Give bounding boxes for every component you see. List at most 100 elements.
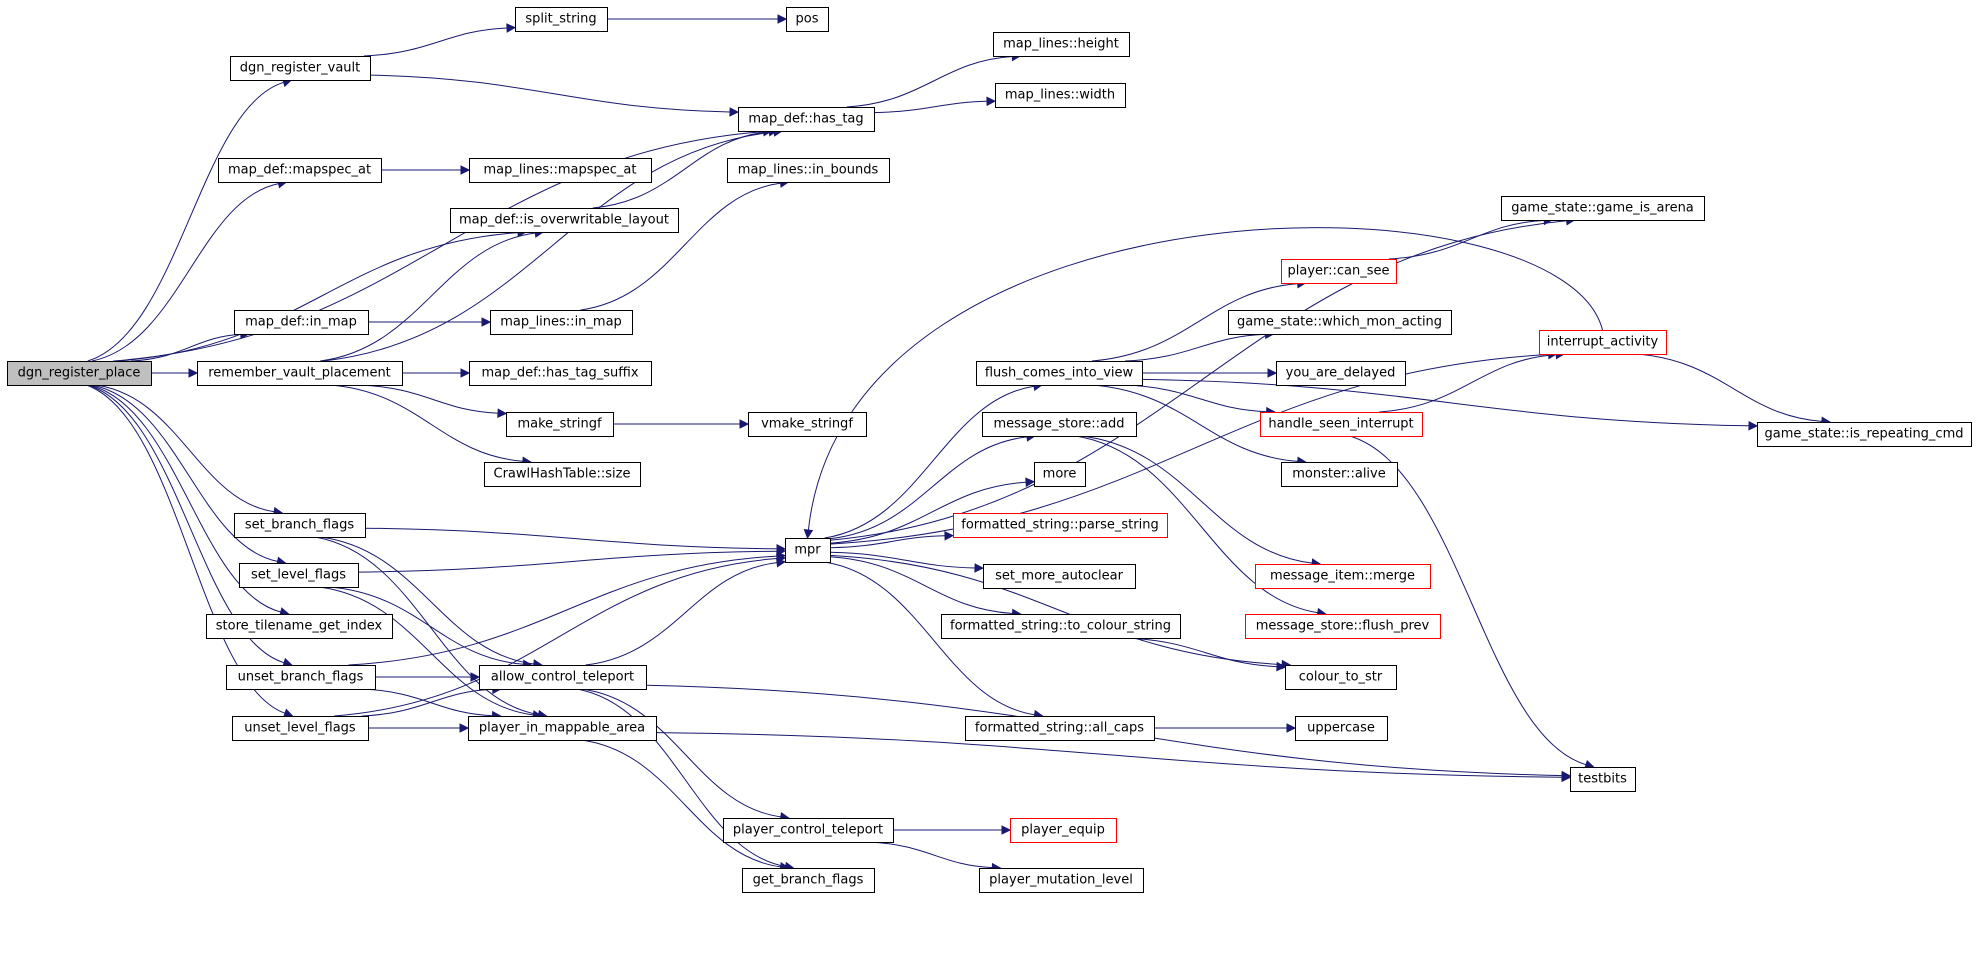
node-map_lines_in_map[interactable]: map_lines::in_map bbox=[490, 310, 633, 335]
node-interrupt_activity[interactable]: interrupt_activity bbox=[1539, 330, 1667, 355]
edge-dgn_register_place-to-set_branch_flags bbox=[96, 384, 275, 513]
edge-set_level_flags-to-mpr bbox=[357, 550, 778, 573]
node-store_tilename_get_index[interactable]: store_tilename_get_index bbox=[206, 614, 393, 639]
node-pos[interactable]: pos bbox=[786, 7, 829, 32]
node-unset_level_flags[interactable]: unset_level_flags bbox=[232, 716, 369, 741]
node-map_lines_width[interactable]: map_lines::width bbox=[995, 83, 1126, 108]
node-CrawlHashTable_size[interactable]: CrawlHashTable::size bbox=[484, 462, 641, 487]
node-label-player_mutation_level: player_mutation_level bbox=[989, 873, 1133, 888]
node-testbits[interactable]: testbits bbox=[1570, 767, 1636, 792]
node-make_stringf[interactable]: make_stringf bbox=[506, 412, 614, 437]
node-box-game_state_which_mon_acting bbox=[1228, 310, 1452, 335]
node-label-map_def_is_overwritable_layout: map_def::is_overwritable_layout bbox=[459, 213, 669, 228]
node-player_mutation_level[interactable]: player_mutation_level bbox=[979, 868, 1144, 893]
node-more[interactable]: more bbox=[1034, 462, 1086, 487]
node-map_lines_height[interactable]: map_lines::height bbox=[993, 32, 1130, 57]
arrowhead-split_string-to-pos bbox=[777, 14, 788, 24]
node-label-flush_comes_into_view: flush_comes_into_view bbox=[985, 366, 1134, 381]
edge-dgn_register_vault-to-split_string bbox=[363, 27, 508, 57]
edge-unset_level_flags-to-allow_control_teleport bbox=[361, 688, 493, 717]
node-message_store_flush_prev[interactable]: message_store::flush_prev bbox=[1245, 614, 1441, 639]
node-label-set_more_autoclear: set_more_autoclear bbox=[995, 569, 1124, 584]
call-graph-edges bbox=[86, 14, 1832, 873]
node-box-map_lines_width bbox=[995, 83, 1126, 108]
node-map_def_mapspec_at[interactable]: map_def::mapspec_at bbox=[218, 158, 382, 183]
edge-set_branch_flags-to-allow_control_teleport bbox=[320, 536, 534, 665]
node-label-formatted_string_all_caps: formatted_string::all_caps bbox=[975, 721, 1144, 736]
node-player_can_see[interactable]: player::can_see bbox=[1281, 259, 1397, 284]
node-map_def_has_tag[interactable]: map_def::has_tag bbox=[738, 107, 875, 132]
node-box-you_are_delayed bbox=[1276, 361, 1406, 386]
node-box-dgn_register_place bbox=[7, 361, 152, 386]
node-label-game_state_game_is_arena: game_state::game_is_arena bbox=[1511, 201, 1694, 216]
node-formatted_string_all_caps[interactable]: formatted_string::all_caps bbox=[965, 716, 1155, 741]
node-set_more_autoclear[interactable]: set_more_autoclear bbox=[983, 564, 1136, 589]
node-remember_vault_placement[interactable]: remember_vault_placement bbox=[197, 361, 403, 386]
node-map_def_has_tag_suffix[interactable]: map_def::has_tag_suffix bbox=[469, 361, 652, 386]
node-box-message_item_merge bbox=[1255, 564, 1431, 589]
node-map_lines_in_bounds[interactable]: map_lines::in_bounds bbox=[727, 158, 890, 183]
node-box-player_can_see bbox=[1281, 259, 1397, 284]
node-message_store_add[interactable]: message_store::add bbox=[982, 412, 1137, 437]
edge-mpr-to-more bbox=[829, 481, 1027, 544]
edge-dgn_register_place-to-set_level_flags bbox=[91, 384, 278, 562]
node-box-message_store_flush_prev bbox=[1245, 614, 1441, 639]
node-dgn_register_vault[interactable]: dgn_register_vault bbox=[230, 56, 371, 81]
edge-dgn_register_place-to-map_def_is_overwritable_layout bbox=[116, 232, 519, 362]
node-you_are_delayed[interactable]: you_are_delayed bbox=[1276, 361, 1406, 386]
node-box-pos bbox=[786, 7, 829, 32]
node-player_in_mappable_area[interactable]: player_in_mappable_area bbox=[468, 716, 657, 741]
arrowhead-mpr-to-formatted_string_parse_string bbox=[944, 531, 955, 541]
edge-mpr-to-message_store_add bbox=[829, 436, 1028, 540]
node-box-game_state_is_repeating_cmd bbox=[1757, 422, 1972, 447]
arrowhead-unset_level_flags-to-player_in_mappable_area bbox=[459, 723, 470, 733]
edge-allow_control_teleport-to-player_control_teleport bbox=[581, 688, 781, 818]
node-allow_control_teleport[interactable]: allow_control_teleport bbox=[479, 665, 647, 690]
node-player_control_teleport[interactable]: player_control_teleport bbox=[723, 818, 894, 843]
node-label-colour_to_str: colour_to_str bbox=[1299, 670, 1383, 685]
node-set_branch_flags[interactable]: set_branch_flags bbox=[234, 513, 366, 538]
node-monster_alive[interactable]: monster::alive bbox=[1281, 462, 1398, 487]
node-handle_seen_interrupt[interactable]: handle_seen_interrupt bbox=[1260, 412, 1423, 437]
node-flush_comes_into_view[interactable]: flush_comes_into_view bbox=[976, 361, 1143, 386]
node-mpr[interactable]: mpr bbox=[785, 538, 831, 563]
node-dgn_register_place[interactable]: dgn_register_place bbox=[7, 361, 152, 386]
node-box-map_def_has_tag bbox=[738, 107, 875, 132]
node-game_state_is_repeating_cmd[interactable]: game_state::is_repeating_cmd bbox=[1757, 422, 1972, 447]
node-formatted_string_parse_string[interactable]: formatted_string::parse_string bbox=[953, 513, 1168, 538]
edge-player_can_see-to-game_state_game_is_arena bbox=[1388, 219, 1545, 260]
node-label-get_branch_flags: get_branch_flags bbox=[753, 873, 864, 888]
node-game_state_which_mon_acting[interactable]: game_state::which_mon_acting bbox=[1228, 310, 1452, 335]
node-get_branch_flags[interactable]: get_branch_flags bbox=[742, 868, 875, 893]
node-player_equip[interactable]: player_equip bbox=[1010, 818, 1117, 843]
node-label-handle_seen_interrupt: handle_seen_interrupt bbox=[1268, 417, 1413, 432]
node-set_level_flags[interactable]: set_level_flags bbox=[239, 563, 359, 588]
node-label-vmake_stringf: vmake_stringf bbox=[761, 417, 853, 432]
node-label-testbits: testbits bbox=[1578, 772, 1627, 787]
node-label-dgn_register_vault: dgn_register_vault bbox=[240, 61, 361, 76]
node-box-player_in_mappable_area bbox=[468, 716, 657, 741]
edge-handle_seen_interrupt-to-interrupt_activity bbox=[1379, 354, 1557, 413]
node-uppercase[interactable]: uppercase bbox=[1295, 716, 1388, 741]
edge-player_in_mappable_area-to-testbits bbox=[655, 732, 1563, 778]
node-colour_to_str[interactable]: colour_to_str bbox=[1285, 665, 1397, 690]
node-map_def_is_overwritable_layout[interactable]: map_def::is_overwritable_layout bbox=[450, 208, 679, 233]
node-game_state_game_is_arena[interactable]: game_state::game_is_arena bbox=[1501, 196, 1705, 221]
edge-flush_comes_into_view-to-handle_seen_interrupt bbox=[1125, 384, 1267, 413]
node-box-set_level_flags bbox=[239, 563, 359, 588]
node-box-split_string bbox=[515, 7, 608, 32]
node-unset_branch_flags[interactable]: unset_branch_flags bbox=[226, 665, 376, 690]
edge-mpr-to-interrupt_activity bbox=[829, 354, 1549, 545]
node-map_def_in_map[interactable]: map_def::in_map bbox=[234, 310, 369, 335]
edge-mpr-to-formatted_string_to_colour_string bbox=[829, 556, 1013, 614]
node-formatted_string_to_colour_string[interactable]: formatted_string::to_colour_string bbox=[941, 614, 1181, 639]
arrowhead-mpr-to-more bbox=[1025, 477, 1036, 488]
node-box-store_tilename_get_index bbox=[206, 614, 393, 639]
arrowhead-map_def_has_tag-to-map_lines_width bbox=[986, 96, 997, 107]
node-vmake_stringf[interactable]: vmake_stringf bbox=[748, 412, 867, 437]
node-map_lines_mapspec_at[interactable]: map_lines::mapspec_at bbox=[469, 158, 652, 183]
node-message_item_merge[interactable]: message_item::merge bbox=[1255, 564, 1431, 589]
node-label-game_state_which_mon_acting: game_state::which_mon_acting bbox=[1237, 315, 1442, 330]
node-box-uppercase bbox=[1295, 716, 1388, 741]
node-split_string[interactable]: split_string bbox=[515, 7, 608, 32]
